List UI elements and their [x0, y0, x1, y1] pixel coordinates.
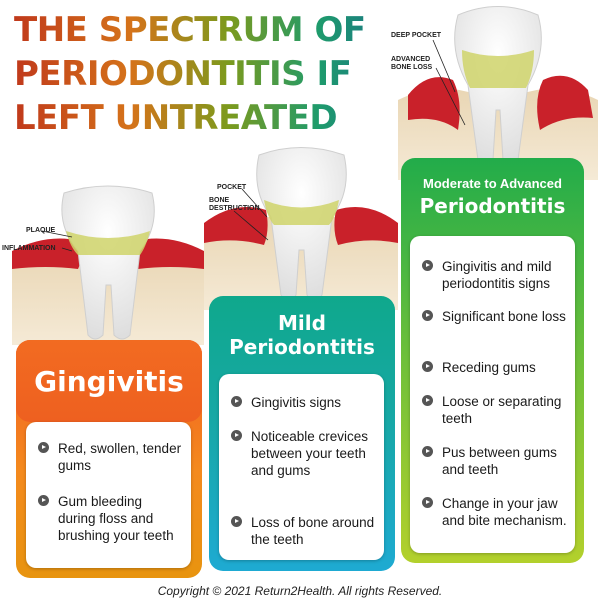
- gingivitis-tooth-illustration: [12, 185, 204, 345]
- bullet-arrow-icon: [231, 396, 242, 407]
- list-item: Gum bleeding during floss and brushing y…: [38, 493, 183, 544]
- pocket-label: POCKET: [217, 184, 247, 191]
- list-item: Significant bone loss: [422, 308, 567, 325]
- inflammation-label: INFLAMMATION: [2, 245, 56, 252]
- list-item: Receding gums: [422, 359, 567, 376]
- gingivitis-symptoms-panel: Red, swollen, tender gums Gum bleeding d…: [26, 422, 191, 568]
- mild-periodontitis-tooth-illustration: [204, 147, 398, 310]
- gingivitis-card-header: Gingivitis: [16, 340, 202, 422]
- mild-heading-line-2: Periodontitis: [229, 335, 375, 359]
- mild-heading-line-1: Mild: [278, 311, 326, 335]
- mild-symptoms-panel: Gingivitis signs Noticeable crevices bet…: [219, 374, 384, 560]
- bullet-arrow-icon: [422, 395, 433, 406]
- list-item: Pus between gums and teeth: [422, 444, 567, 478]
- gingivitis-card: Gingivitis Red, swollen, tender gums Gum…: [16, 340, 202, 578]
- title-line-1: THE SPECTRUM OF: [14, 10, 366, 50]
- advanced-heading-line-1: Moderate to Advanced: [423, 176, 562, 191]
- bone-destruction-label: BONE DESTRUCTION: [209, 197, 260, 212]
- mild-periodontitis-card: Mild Periodontitis Gingivitis signs Noti…: [209, 296, 395, 571]
- bullet-arrow-icon: [231, 430, 242, 441]
- list-item: Noticeable crevices between your teeth a…: [231, 428, 376, 479]
- deep-pocket-label: DEEP POCKET: [391, 32, 442, 39]
- advanced-heading-line-2: Periodontitis: [419, 194, 566, 218]
- list-item: Gingivitis signs: [231, 394, 376, 411]
- title-line-3: LEFT UNTREATED: [14, 98, 338, 138]
- list-item: Red, swollen, tender gums: [38, 440, 183, 474]
- advanced-periodontitis-tooth-illustration: [398, 6, 598, 180]
- list-item: Loose or separating teeth: [422, 393, 567, 427]
- list-item: Change in your jaw and bite mechanism.: [422, 495, 567, 529]
- advanced-bone-loss-label: ADVANCED BONE LOSS: [391, 56, 433, 71]
- bullet-arrow-icon: [422, 310, 433, 321]
- advanced-periodontitis-card-header: Moderate to Advanced Periodontitis: [401, 158, 584, 236]
- advanced-symptoms-panel: Gingivitis and mild periodontitis signs …: [410, 236, 575, 553]
- bullet-arrow-icon: [38, 495, 49, 506]
- page-title: THE SPECTRUM OF PERIODONTITIS IF LEFT UN…: [14, 8, 404, 140]
- mild-periodontitis-card-header: Mild Periodontitis: [209, 296, 395, 374]
- bullet-arrow-icon: [422, 446, 433, 457]
- advanced-periodontitis-card: Moderate to Advanced Periodontitis Gingi…: [401, 158, 584, 563]
- list-item: Gingivitis and mild periodontitis signs: [422, 258, 567, 292]
- list-item: Loss of bone around the teeth: [231, 514, 376, 548]
- bullet-arrow-icon: [38, 442, 49, 453]
- plaque-label: PLAQUE: [26, 227, 56, 234]
- bullet-arrow-icon: [422, 497, 433, 508]
- bullet-arrow-icon: [422, 260, 433, 271]
- title-line-2: PERIODONTITIS IF: [14, 54, 352, 94]
- gingivitis-heading: Gingivitis: [34, 364, 184, 398]
- bullet-arrow-icon: [422, 361, 433, 372]
- bullet-arrow-icon: [231, 516, 242, 527]
- copyright-notice: Copyright © 2021 Return2Health. All righ…: [157, 584, 443, 598]
